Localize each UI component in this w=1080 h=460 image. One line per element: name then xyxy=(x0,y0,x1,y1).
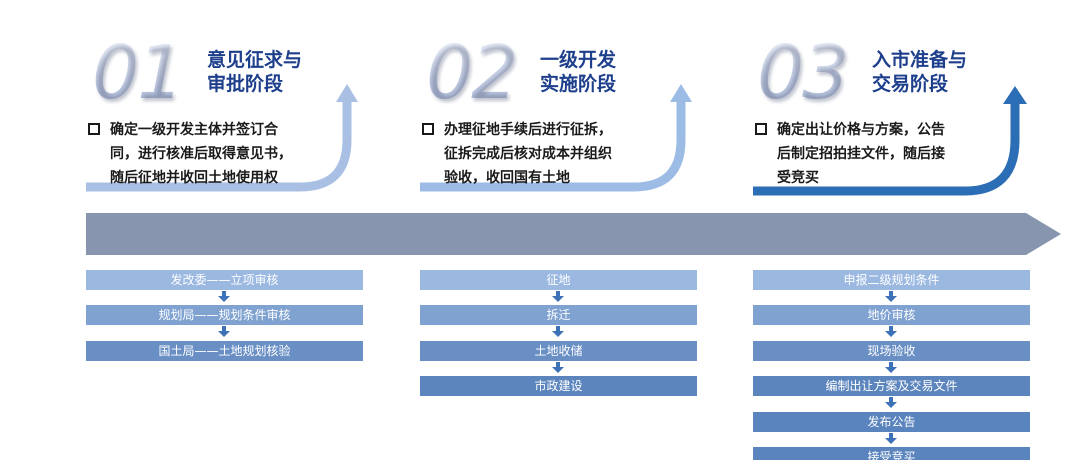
stage-number-01: 01 xyxy=(92,30,184,116)
timeline-arrow xyxy=(86,213,1061,255)
stage-title-03: 入市准备与 交易阶段 xyxy=(872,49,968,95)
step-box: 市政建设 xyxy=(420,376,697,396)
step-box: 土地收储 xyxy=(420,341,697,361)
step-box: 地价审核 xyxy=(753,305,1030,325)
stage-number-03: 03 xyxy=(757,30,849,116)
stage-description-02: 办理征地手续后进行征拆， 征拆完成后核对成本并组织 验收，收回国有土地 xyxy=(422,118,612,190)
hollow-square-icon xyxy=(88,123,100,135)
step-box: 发布公告 xyxy=(753,412,1030,432)
step-box: 规划局——规划条件审核 xyxy=(86,305,363,325)
stage-title-01: 意见征求与 审批阶段 xyxy=(207,49,303,95)
stage-number-02: 02 xyxy=(426,30,518,116)
stage-description-01: 确定一级开发主体并签订合 同，进行核准后取得意见书， 随后征地并收回土地使用权 xyxy=(88,118,292,190)
step-box: 国土局——土地规划核验 xyxy=(86,341,363,361)
description-text: 确定一级开发主体并签订合 同，进行核准后取得意见书， 随后征地并收回土地使用权 xyxy=(110,122,292,186)
stage-description-03: 确定出让价格与方案，公告 后制定招拍挂文件，随后接 受竞买 xyxy=(755,118,945,190)
step-box: 申报二级规划条件 xyxy=(753,270,1030,290)
step-box: 编制出让方案及交易文件 xyxy=(753,376,1030,396)
step-box: 现场验收 xyxy=(753,341,1030,361)
step-box: 征地 xyxy=(420,270,697,290)
description-text: 办理征地手续后进行征拆， 征拆完成后核对成本并组织 验收，收回国有土地 xyxy=(444,122,612,186)
step-box: 接受竞买 xyxy=(753,447,1030,460)
stage-title-02: 一级开发 实施阶段 xyxy=(540,49,617,95)
step-box: 发改委——立项审核 xyxy=(86,270,363,290)
description-text: 确定出让价格与方案，公告 后制定招拍挂文件，随后接 受竞买 xyxy=(777,122,945,186)
step-box: 拆迁 xyxy=(420,305,697,325)
hollow-square-icon xyxy=(755,123,767,135)
hollow-square-icon xyxy=(422,123,434,135)
